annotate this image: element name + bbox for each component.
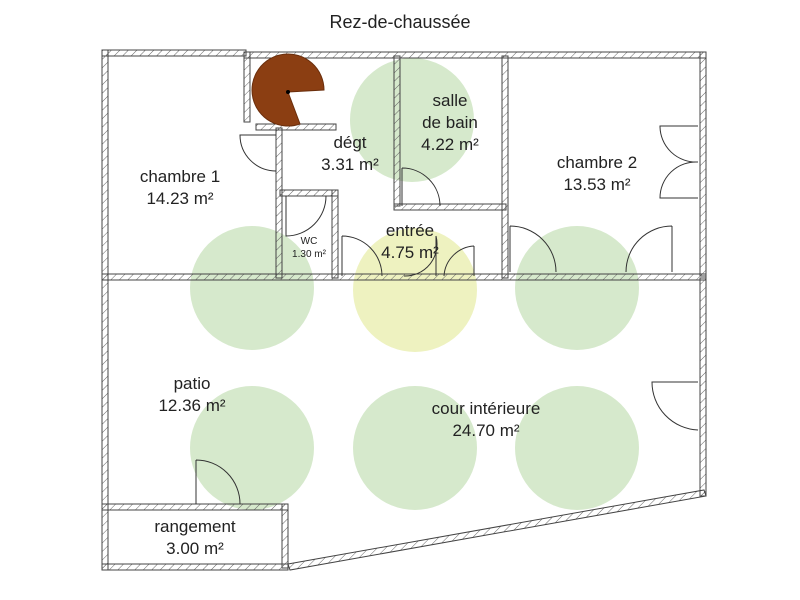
room-area: 3.00 m² (166, 539, 224, 558)
room-name: cour intérieure (431, 399, 541, 418)
room-area: 12.36 m² (158, 396, 226, 415)
room-name: chambre 1 (139, 167, 221, 186)
room-cour-interieure: cour intérieure 24.70 m² (432, 398, 541, 442)
room-name: WC (300, 236, 318, 247)
room-degt: dégt 3.31 m² (321, 132, 379, 176)
room-entree: entrée 4.75 m² (381, 220, 439, 264)
doors (195, 125, 699, 505)
walls (101, 49, 707, 571)
room-area: 1.30 m² (292, 249, 326, 260)
slanted-wall (287, 489, 707, 571)
room-chambre-1: chambre 1 14.23 m² (140, 166, 220, 210)
room-name: de bain (422, 113, 478, 132)
room-name: chambre 2 (556, 153, 638, 172)
room-area: 3.31 m² (321, 155, 379, 174)
floor-title: Rez-de-chaussée (329, 12, 471, 32)
room-rangement: rangement 3.00 m² (154, 516, 235, 560)
room-area: 4.22 m² (421, 135, 479, 154)
room-name: entrée (385, 221, 435, 240)
room-chambre-2: chambre 2 13.53 m² (557, 152, 637, 196)
room-area: 24.70 m² (452, 421, 520, 440)
plant-circles (190, 58, 639, 510)
room-name: dégt (333, 133, 367, 152)
room-salle-de-bain: salle de bain 4.22 m² (421, 90, 479, 156)
room-name: patio (173, 374, 211, 393)
room-area: 13.53 m² (563, 175, 631, 194)
room-area: 14.23 m² (146, 189, 214, 208)
room-name: salle (432, 91, 468, 110)
room-wc: WC 1.30 m² (292, 235, 326, 261)
room-area: 4.75 m² (381, 243, 439, 262)
room-name: rangement (154, 517, 236, 536)
room-patio: patio 12.36 m² (158, 373, 225, 417)
